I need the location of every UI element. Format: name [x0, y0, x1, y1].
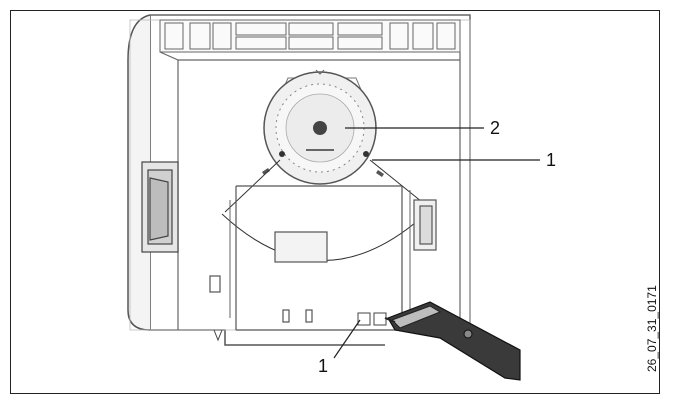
callout-1-right: 1	[546, 150, 556, 170]
temperature-dial	[263, 69, 377, 185]
leader-lines	[333, 127, 540, 359]
callout-2: 2	[490, 118, 500, 138]
screw-left	[262, 151, 285, 175]
screw-right	[363, 151, 384, 177]
bottom-clips	[213, 312, 387, 342]
top-grille	[159, 19, 461, 53]
side-switch	[141, 161, 179, 253]
screwdriver-icon	[384, 301, 521, 381]
cover-plate	[209, 185, 437, 331]
figure-code: 26_07_31_0171	[645, 285, 659, 372]
inner-panel	[159, 51, 461, 330]
callout-1-bottom: 1	[318, 356, 328, 376]
